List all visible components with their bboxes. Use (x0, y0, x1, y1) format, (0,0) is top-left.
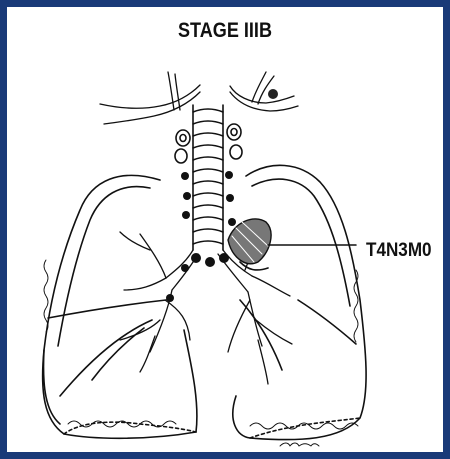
neck-vessels (100, 72, 298, 124)
bronchial-tree (120, 232, 292, 384)
lung-anatomy-drawing (7, 7, 443, 452)
tnm-callout-label: T4N3M0 (366, 240, 432, 262)
trachea (193, 105, 223, 250)
left-lung (233, 165, 366, 439)
mediastinal-lymph-nodes (166, 124, 242, 302)
illustration-panel: STAGE IIIB (7, 7, 443, 452)
artist-signature (280, 443, 319, 446)
pleural-texture (44, 260, 358, 429)
